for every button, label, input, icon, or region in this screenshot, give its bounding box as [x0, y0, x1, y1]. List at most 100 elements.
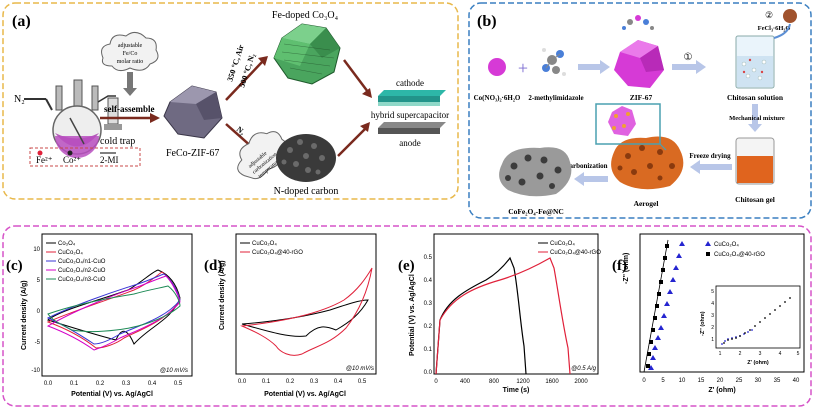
plot-e-ytick-5: 0.0 — [424, 370, 433, 376]
panel-cdef-border — [2, 225, 812, 407]
legend-c-2: CuCo₂O₄/n1-CuO — [58, 259, 106, 265]
panel-c-label: (c) — [6, 258, 23, 274]
chitosan-gel-beaker — [735, 137, 775, 185]
inset-xtick-4: 5 — [797, 351, 800, 357]
legend-c-1: CuCo₂O₄ — [58, 250, 83, 256]
panel-d: (d) Current density (A/g) Potential (V) … — [204, 233, 377, 398]
fe-label: Fe²⁺ — [36, 155, 53, 165]
co-dot — [67, 150, 73, 156]
fe-dot — [37, 150, 43, 156]
product-label: CoFe₂O₄-Fe@NC — [508, 207, 564, 216]
legend-c-0: Co₃O₄ — [58, 241, 76, 247]
plot-e-xtick-2: 800 — [489, 379, 500, 385]
inset-ytick-3: 2 — [711, 325, 714, 331]
panel-b-label: (b) — [477, 13, 497, 30]
reaction-flask: N₂ cold trap — [14, 79, 135, 158]
arrow-right-icon-2 — [672, 60, 706, 74]
n2-label: N₂ — [14, 94, 25, 105]
plot-d-legend: CuCo₂O₄ CuCo₂O₄@40-rGO — [240, 241, 303, 256]
panel-a-label: (a) — [12, 13, 31, 30]
plot-f-xtick-7: 35 — [774, 378, 781, 384]
n-doped-label: N-doped carbon — [274, 186, 339, 197]
plot-d-xtick-2: 0.2 — [286, 379, 295, 385]
fecl3-sphere — [783, 9, 797, 23]
plot-c-xtick-1: 0.1 — [70, 381, 79, 387]
panel-c: (c) Current density (A/g) Potential (V) … — [6, 233, 193, 398]
panel-d-label: (d) — [204, 258, 222, 274]
legend-d-0: CuCo₂O₄ — [252, 241, 277, 247]
plot-c-xtick-2: 0.2 — [96, 381, 105, 387]
zif-67-crystal — [614, 40, 664, 88]
plot-c-xtick-0: 0.0 — [44, 381, 53, 387]
product-block — [499, 147, 572, 197]
legend-e-0: CuCo₂O₄ — [550, 241, 575, 247]
inset-xtick-3: 4 — [779, 351, 782, 357]
plot-e-ytick-2: 0.3 — [424, 301, 433, 307]
plot-c-ytick-0: 10 — [33, 247, 40, 253]
inset-ytick-4: 1 — [711, 337, 714, 343]
panel-a-border — [2, 2, 459, 200]
arrow-left-icon-2 — [574, 172, 608, 186]
fe-doped-label: Fe-doped Co₃O₄ — [272, 10, 339, 21]
plot-e-ytick-1: 0.4 — [424, 278, 433, 284]
legend-c-4: CuCo₂O₄/n3-CuO — [58, 277, 106, 283]
plot-c-ytick-3: -5 — [35, 340, 41, 346]
inset-ytick-1: 4 — [711, 301, 714, 307]
plot-e-xtick-5: 2000 — [574, 379, 588, 385]
plot-e-xtick-0: 0 — [434, 379, 438, 385]
plot-c-ytick-1: 5 — [37, 278, 41, 284]
plot-e-ytick-4: 0.1 — [424, 347, 433, 353]
self-assemble-label: self-assemble — [104, 104, 155, 114]
plot-f-xtick-8: 40 — [793, 378, 800, 384]
aerogel-label: Aerogel — [634, 199, 659, 208]
n-doped-carbon-particle: N-doped carbon — [274, 134, 339, 197]
plus-icon: + — [518, 58, 528, 78]
plot-d-xlabel: Potential (V) vs. Ag/AgCl — [264, 391, 346, 398]
panel-b: (b) Co(NO₃)₂·6H₂O + 2-methylimidazole ZI… — [468, 2, 812, 219]
plot-f-xtick-2: 10 — [679, 378, 686, 384]
plot-c-xtick-4: 0.4 — [148, 381, 157, 387]
nyquist-series-cuco2o4 — [648, 241, 685, 370]
inset-xtick-1: 2 — [739, 351, 742, 357]
plot-f-inset: -Z'' (ohm) Z' (ohm) 5 4 3 2 1 1 2 3 4 5 — [700, 285, 801, 366]
curve-c-n2 — [46, 275, 181, 351]
plot-d-xtick-1: 0.1 — [262, 379, 271, 385]
plot-c-xtick-5: 0.5 — [174, 381, 183, 387]
plot-d-xtick-3: 0.3 — [310, 379, 319, 385]
inset-xlabel: Z' (ohm) — [747, 360, 769, 366]
arrow-head-1 — [362, 88, 372, 98]
panel-a: (a) N₂ cold trap Fe²⁺ Co²⁺ 2-MI — [2, 2, 459, 200]
inset-xtick-0: 1 — [719, 351, 722, 357]
carbonization-label: Carbonization — [564, 162, 607, 170]
zif-molecule-top — [622, 15, 654, 30]
curve-d-rgo — [240, 267, 373, 356]
plot-c-ytick-4: -10 — [31, 368, 40, 374]
plot-d-xtick-0: 0.0 — [238, 379, 247, 385]
arrow-right-icon — [578, 60, 610, 74]
self-assemble-arrow: self-assemble — [100, 104, 160, 123]
plot-f-xtick-1: 5 — [661, 378, 665, 384]
cloud1-line3: molar ratio — [117, 59, 144, 65]
plot-f-xtick-4: 20 — [717, 378, 724, 384]
plot-f-xtick-5: 25 — [736, 378, 743, 384]
cold-trap-label: cold trap — [100, 136, 135, 147]
hybrid-supercapacitor: cathode hybrid supercapacitor anode — [371, 78, 449, 148]
plot-f-frame — [639, 233, 805, 373]
zif-label: FeCo-ZIF-67 — [166, 148, 219, 159]
mim-molecule — [542, 48, 566, 76]
anode-label: anode — [399, 138, 421, 148]
cathode-label: cathode — [396, 78, 424, 88]
curve-c-n3 — [47, 285, 181, 332]
freeze-drying-label: Freeze drying — [689, 152, 731, 160]
plot-f-xtick-6: 30 — [755, 378, 762, 384]
mechanical-label: Mechanical mixture — [729, 115, 785, 122]
plot-d-xtick-5: 0.5 — [358, 379, 367, 385]
inset-ytick-2: 3 — [711, 313, 714, 319]
ion-legend: Fe²⁺ Co²⁺ 2-MI — [29, 147, 141, 167]
curve-e-rgo — [435, 257, 571, 375]
zoom-inset — [595, 103, 667, 151]
plot-e-xlabel: Time (s) — [503, 387, 530, 394]
plot-c-note: @10 mV/s — [160, 368, 188, 374]
plot-e-xtick-4: 1600 — [545, 379, 559, 385]
